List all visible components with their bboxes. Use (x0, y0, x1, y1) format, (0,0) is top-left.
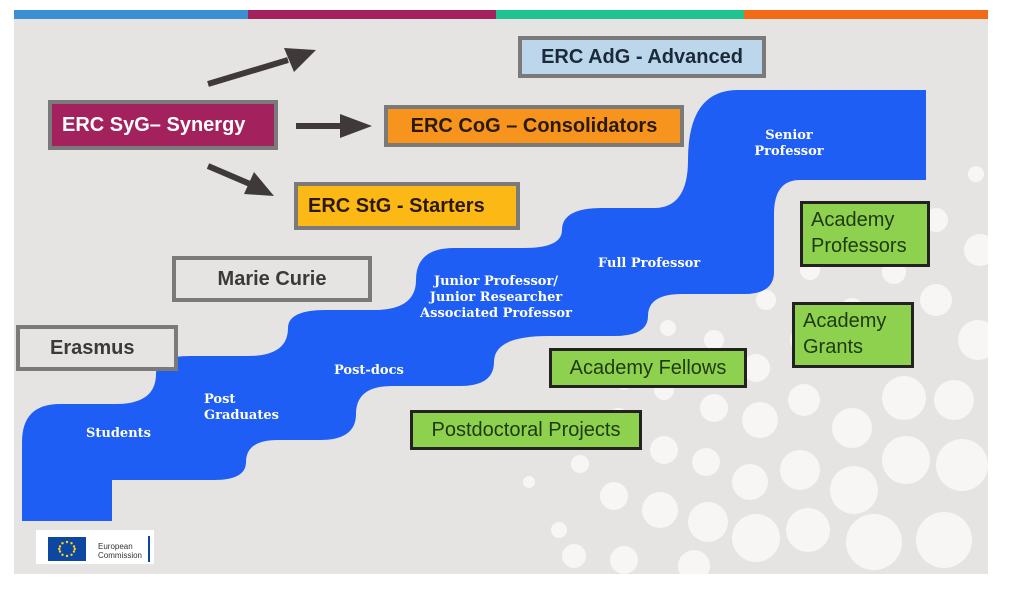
stair-junior-professor: Junior Professor/ Junior Researcher Asso… (420, 274, 572, 321)
postdoctoral-projects-box: Postdoctoral Projects (410, 410, 642, 450)
top-bar-orange (744, 10, 988, 19)
arrows (206, 48, 372, 196)
erc-consolidators-box: ERC CoG – Consolidators (384, 105, 684, 147)
career-staircase (22, 90, 926, 521)
stair-post-docs: Post-docs (334, 363, 404, 378)
ec-logo-rule (148, 536, 150, 562)
erc-advanced-box: ERC AdG - Advanced (518, 36, 766, 78)
stair-senior-professor: Senior Professor (754, 128, 824, 159)
top-bar-green (496, 10, 744, 19)
academy-fellows-box: Academy Fellows (549, 348, 747, 388)
marie-curie-box: Marie Curie (172, 256, 372, 302)
top-bar-magenta (248, 10, 496, 19)
eu-flag-icon (48, 537, 86, 561)
stair-post-graduates: Post Graduates (204, 392, 279, 423)
erc-starters-box: ERC StG - Starters (294, 182, 520, 230)
erasmus-box: Erasmus (16, 325, 178, 371)
stair-students: Students (86, 426, 151, 441)
erc-synergy-box: ERC SyG– Synergy (48, 100, 278, 150)
slide: ERC SyG– Synergy ERC AdG - Advanced ERC … (14, 10, 988, 574)
european-commission-logo: European Commission (36, 530, 154, 564)
ec-logo-text: European Commission (98, 542, 143, 560)
stair-full-professor: Full Professor (598, 256, 701, 271)
top-bar-blue (14, 10, 248, 19)
